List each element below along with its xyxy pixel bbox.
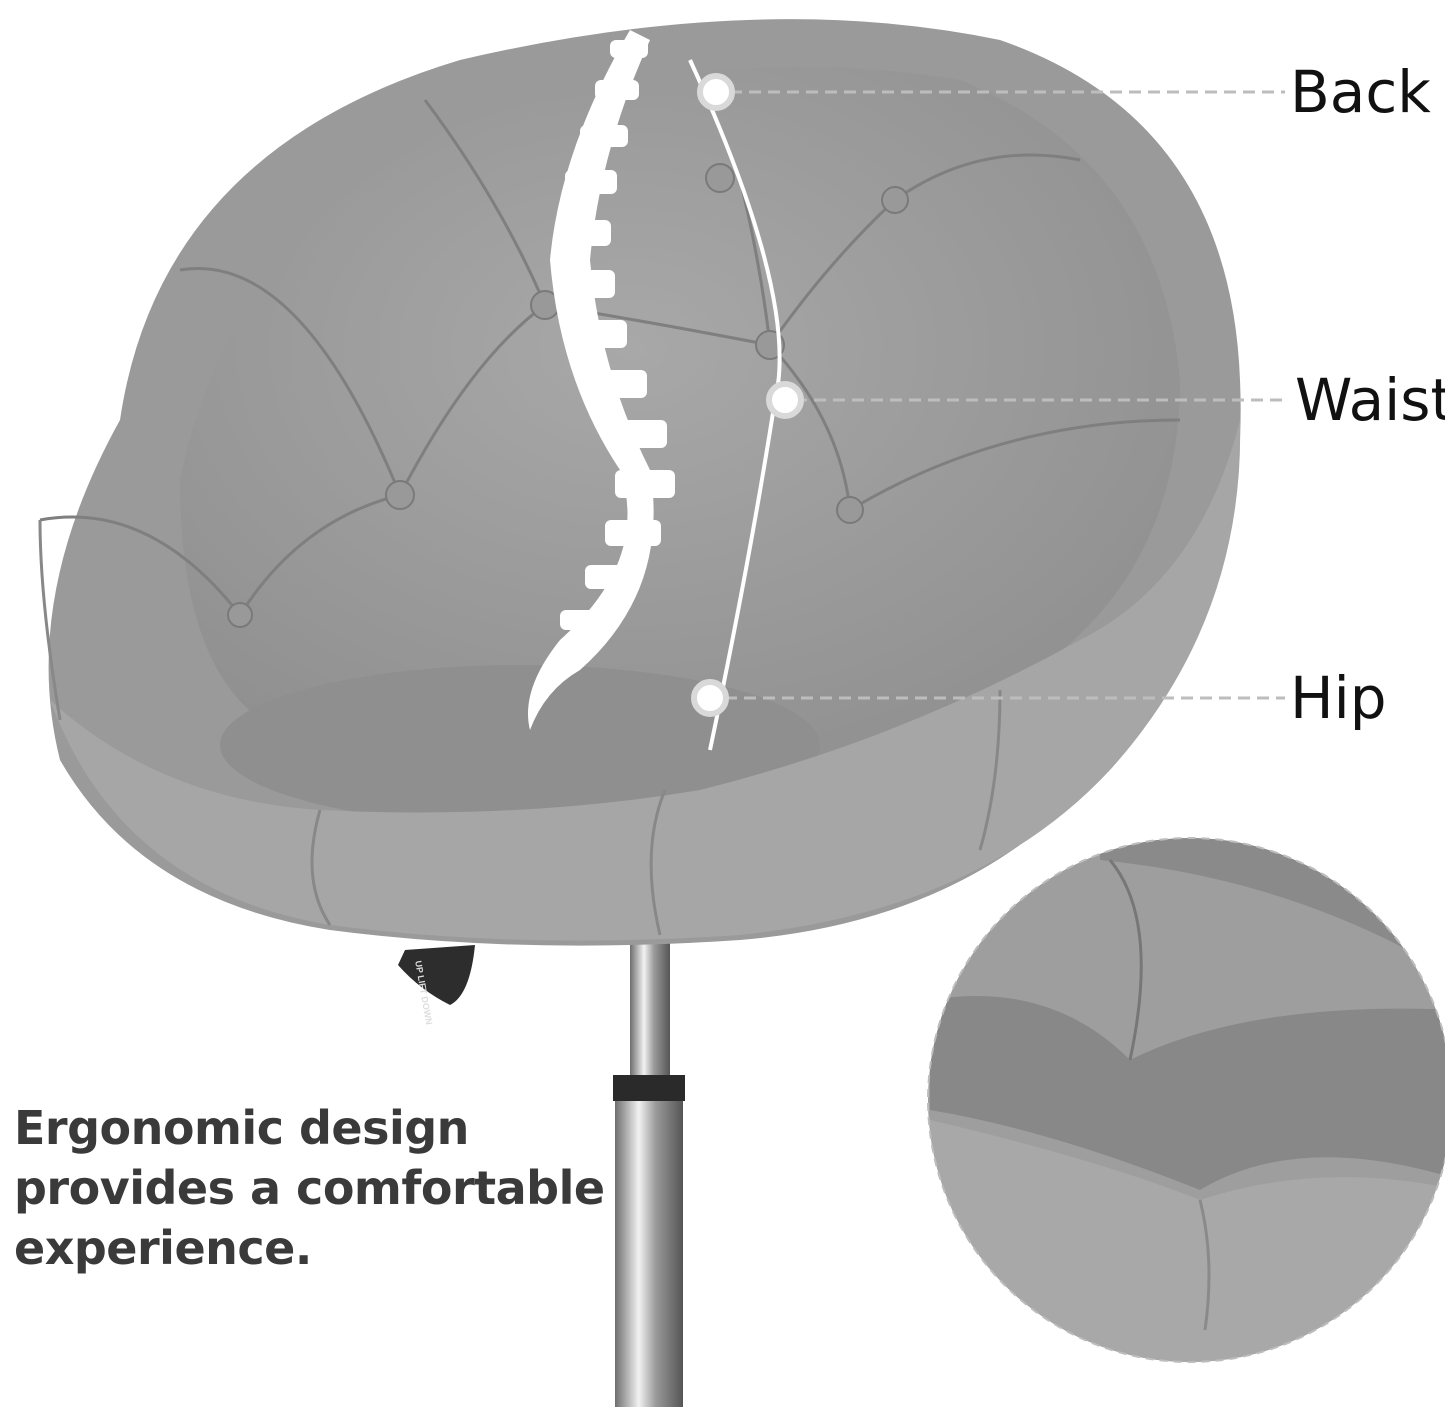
back-point-icon <box>697 73 735 111</box>
chair-shell <box>38 19 1241 946</box>
headline: Ergonomic design provides a comfortable … <box>14 1098 605 1278</box>
callouts <box>725 90 1285 700</box>
height-lever[interactable] <box>398 945 475 1005</box>
hip-point-icon <box>691 679 729 717</box>
lever-up-text: UP <box>413 959 426 974</box>
gas-lift-column <box>613 920 685 1407</box>
seat-detail-inset <box>927 837 1445 1363</box>
tufting-buttons <box>227 163 909 628</box>
spine-graphic <box>528 30 675 730</box>
headline-line-1: Ergonomic design <box>14 1101 469 1155</box>
headline-line-2: provides a comfortable <box>14 1161 605 1215</box>
waist-point-icon <box>766 381 804 419</box>
label-back: Back <box>1290 58 1431 126</box>
headline-line-3: experience. <box>14 1221 312 1275</box>
label-waist: Waist <box>1295 366 1445 434</box>
label-hip: Hip <box>1290 664 1387 732</box>
